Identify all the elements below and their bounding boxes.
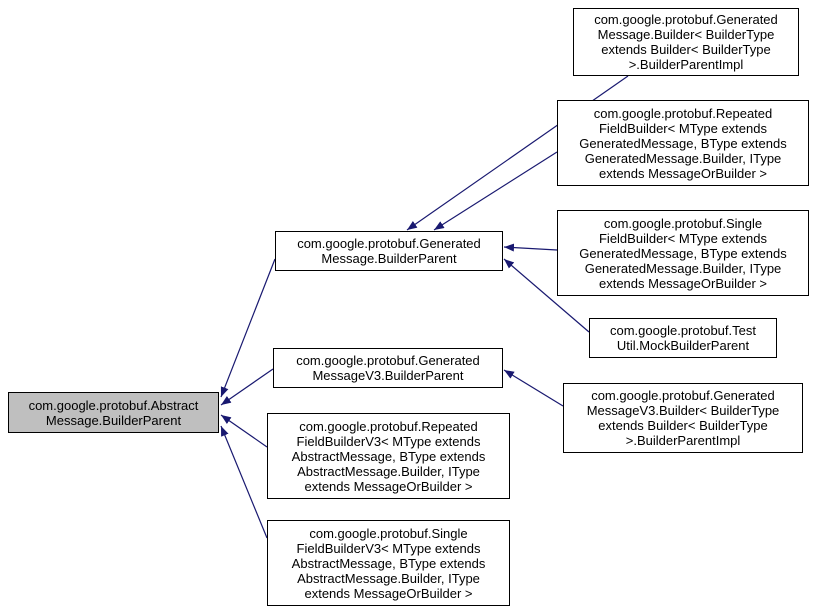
node-generatedmessagev3-builder[interactable]: com.google.protobuf.Generated MessageV3.… [563,383,803,453]
node-generatedmessagev3-builderparent[interactable]: com.google.protobuf.Generated MessageV3.… [273,348,503,388]
node-singlefieldbuilder[interactable]: com.google.protobuf.Single FieldBuilder<… [557,210,809,296]
inheritance-arrow-singlefieldbuilderv3-to-abstractmessage-builderparent [220,425,268,539]
node-repeatedfieldbuilder[interactable]: com.google.protobuf.Repeated FieldBuilde… [557,100,809,186]
inheritance-arrow-testutil-mockbuilderparent-to-generatedmessage-builderparent [503,258,590,333]
inheritance-arrow-repeatedfieldbuilder-to-generatedmessage-builderparent [433,151,558,231]
node-testutil-mockbuilderparent[interactable]: com.google.protobuf.Test Util.MockBuilde… [589,318,777,358]
node-repeatedfieldbuilderv3[interactable]: com.google.protobuf.Repeated FieldBuilde… [267,413,510,499]
node-generatedmessage-builderparent[interactable]: com.google.protobuf.Generated Message.Bu… [275,231,503,271]
inheritance-arrow-repeatedfieldbuilderv3-to-abstractmessage-builderparent [220,414,268,448]
node-singlefieldbuilderv3[interactable]: com.google.protobuf.Single FieldBuilderV… [267,520,510,606]
inheritance-arrow-generatedmessage-builderparent-to-abstractmessage-builderparent [220,258,276,398]
inheritance-arrow-singlefieldbuilder-to-generatedmessage-builderparent [503,243,558,252]
inheritance-arrow-generatedmessagev3-builder-to-generatedmessagev3-builderparent [503,369,564,407]
inheritance-arrow-generatedmessagev3-builderparent-to-abstractmessage-builderparent [220,368,274,406]
node-generatedmessage-builder[interactable]: com.google.protobuf.Generated Message.Bu… [573,8,799,76]
node-abstractmessage-builderparent: com.google.protobuf.Abstract Message.Bui… [8,392,219,433]
